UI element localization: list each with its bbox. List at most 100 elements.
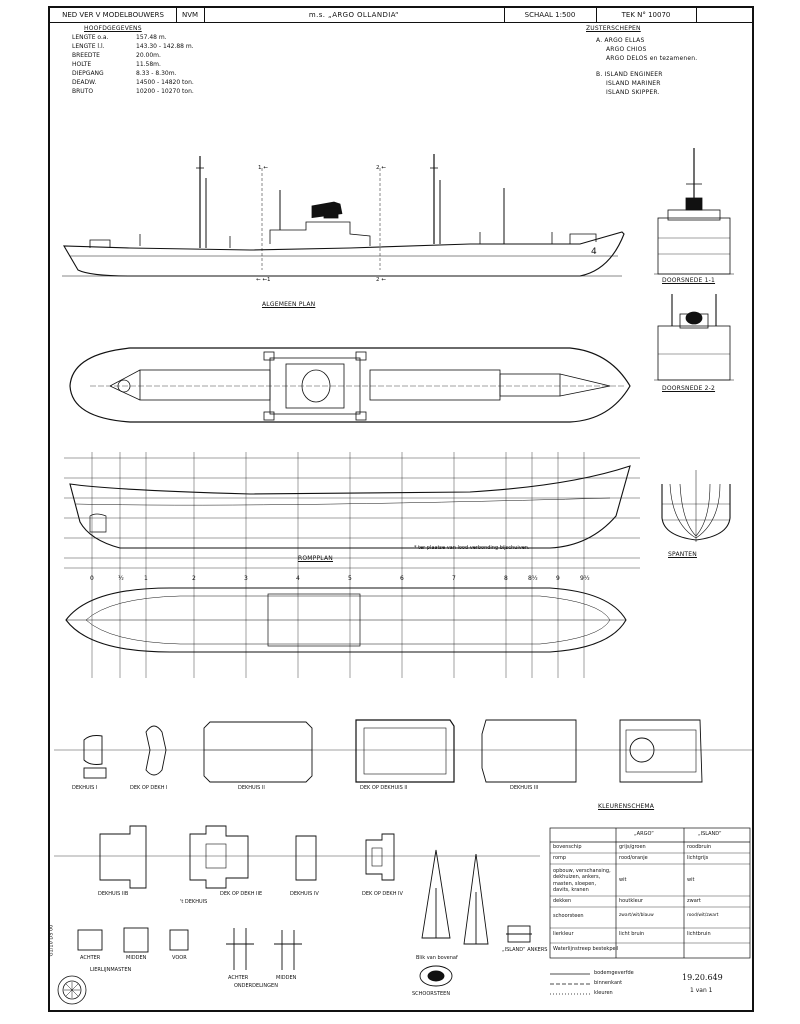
davit-label: MIDDEN [276, 975, 297, 981]
spec-value: 8.33 - 8.30m. [136, 70, 177, 77]
funnel-top-label: Blik van bovenaf [416, 955, 458, 961]
section-mark: 2 ← [376, 165, 386, 171]
station-label: 0 [90, 575, 94, 582]
colour-part: romp [553, 855, 567, 861]
station-label: ½ [118, 575, 124, 582]
svg-text:4: 4 [591, 247, 597, 257]
spec-row: HOLTE 11.58m. [72, 62, 161, 68]
ship-name: m.s. „ARGO OLLANDIA“ [204, 8, 505, 22]
sister-ship: ARGO CHIOS [606, 46, 647, 53]
sister-ship: ISLAND MARINER [606, 80, 661, 87]
colour-col-header: „ARGO“ [634, 831, 654, 837]
spec-row: DEADW.14500 - 14820 ton. [72, 80, 194, 86]
body-plan-frames [661, 470, 731, 542]
deckhouse-label: DEK OP DEKHUIS II [360, 785, 408, 791]
section-mark: ← ←1 [256, 277, 271, 283]
small-fittings [77, 849, 532, 987]
sister-ship: B. ISLAND ENGINEER [596, 71, 663, 78]
sister-ship: ARGO DELOS en tezamenen. [606, 55, 698, 62]
spec-value: 11.58m. [136, 61, 161, 68]
station-label: 2 [192, 575, 196, 582]
station-label: 3 [244, 575, 248, 582]
ship-plan-drawing: 4 [54, 148, 752, 1005]
section-2-title: DOORSNEDE 2-2 [662, 385, 716, 392]
colour-value: zwart/wit/blauw [619, 913, 654, 918]
deckhouse-row-1 [54, 719, 752, 783]
colour-part: bovenschip [553, 844, 582, 850]
colour-value: rood/oranje [619, 855, 648, 861]
funnel-label: SCHOORSTEEN [412, 991, 451, 997]
station-label: 1 [144, 575, 148, 582]
section-mark: 1 ← [258, 165, 268, 171]
spec-label: DEADW. [72, 79, 97, 86]
section-mark: 2 ← [376, 277, 386, 283]
spec-row: LENGTE l.l.143.30 - 142.88 m. [72, 44, 194, 50]
sheet-count: 1 van 1 [690, 987, 713, 994]
colour-scheme-table [549, 827, 751, 959]
colour-part: lierkleur [553, 931, 574, 937]
colour-part: schoorsteen [553, 913, 584, 919]
colour-value: licht bruin [619, 931, 645, 937]
deckhouse-label: DEKHUIS IIB [98, 891, 129, 897]
legend-text: bodemgeverfde [594, 970, 634, 976]
sheer-plan [69, 465, 631, 549]
spec-label: LENGTE l.l. [72, 43, 105, 50]
station-label: 4 [296, 575, 300, 582]
deckhouse-label: DEK OP DEKH I [130, 785, 168, 791]
frames-title: SPANTEN [668, 551, 697, 558]
spec-label: LENGTE o.a. [72, 34, 109, 41]
spec-row: LENGTE o.a.157.48 m. [72, 35, 167, 41]
colour-col-header: „ISLAND“ [698, 831, 722, 837]
drawing-sheet: 4 [48, 6, 754, 1012]
side-code: G1/10 DS 00 [48, 924, 55, 957]
section-2-2 [654, 294, 734, 381]
half-breadth-plan [65, 587, 627, 653]
mast-label: ACHTER [80, 955, 101, 961]
mast-label: MIDDEN [126, 955, 147, 961]
deckhouse-row-2 [54, 825, 540, 889]
colour-part: opbouw, verschansing, dekhuizen, ankers,… [553, 868, 611, 893]
lines-plan-grid [64, 452, 640, 678]
drawing-number: TEK N° 10070 [596, 8, 697, 22]
spec-label: DIEPGANG [72, 70, 104, 77]
colour-value: zwart [687, 898, 701, 904]
drawing-scale: SCHAAL 1:500 [504, 8, 597, 22]
spec-label: HOLTE [72, 61, 92, 68]
undercarriage-label: ONDERDELINGEN [234, 983, 278, 989]
colour-value: houtkleur [619, 898, 643, 904]
colour-footnote: Waterlijnstreep bestekpeil [553, 946, 619, 952]
legend-lines [550, 973, 590, 995]
colour-value: roodbruin [687, 844, 712, 850]
spec-row: DIEPGANG 8.33 - 8.30m. [72, 71, 176, 77]
colour-value: wit [687, 877, 695, 883]
deckhouse-label: DEKHUIS III [510, 785, 539, 791]
spec-value: 20.00m. [136, 52, 161, 59]
deck-plan-view [69, 347, 631, 423]
archive-number: 19.20.649 [682, 973, 723, 982]
anchor-detail-label: „ISLAND“ ANKERS [502, 947, 548, 953]
profile-view: 4 [62, 154, 625, 277]
deckhouse-label: DEK OP DEKH IIE [220, 891, 263, 897]
station-label: 9½ [580, 575, 590, 582]
station-label: 8 [504, 575, 508, 582]
colour-value: grijs/groen [619, 844, 646, 850]
spec-label: BRUTO [72, 88, 94, 95]
legend-text: binnenkant [594, 980, 623, 986]
deckhouse-label: DEKHUIS I [72, 785, 98, 791]
hull-plan-title: ROMPPLAN [298, 555, 333, 562]
society-stamp [57, 975, 87, 1005]
title-block: NED VER V MODELBOUWERS NVM m.s. „ARGO OL… [50, 8, 752, 23]
deckhouse-label: DEKHUIS IV [290, 891, 319, 897]
society-code: NVM [176, 8, 205, 22]
main-dimensions-heading: HOOFDGEGEVENS [84, 25, 142, 32]
masts-label: LIERLIJNMASTEN [90, 967, 132, 973]
colour-value: wit [619, 877, 627, 883]
mast-label: VOOR [172, 955, 187, 961]
sister-ships-heading: ZUSTERSCHEPEN [586, 25, 641, 32]
station-label: 5 [348, 575, 352, 582]
colour-value: lichtbruin [687, 931, 711, 937]
section-1-title: DOORSNEDE 1-1 [662, 277, 716, 284]
deckhouse-label: DEKHUIS II [238, 785, 265, 791]
